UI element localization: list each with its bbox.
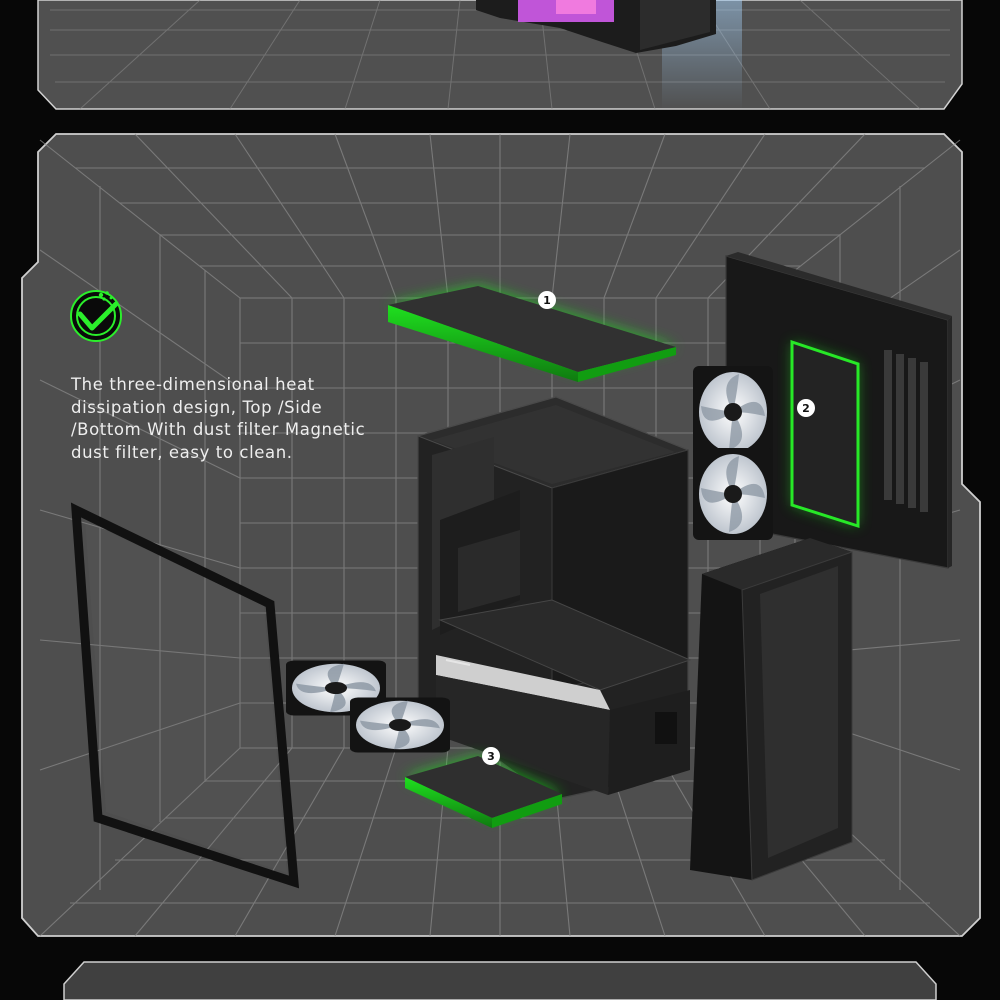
top-dust-filter bbox=[388, 286, 676, 382]
callout-marker-3: 3 bbox=[482, 747, 500, 765]
callout-marker-2: 2 bbox=[797, 399, 815, 417]
pc-case-top-view bbox=[476, 0, 742, 110]
bottom-panel bbox=[63, 961, 937, 1000]
side-fans bbox=[693, 366, 773, 540]
front-mesh-panel bbox=[690, 538, 853, 881]
bottom-dust-filter bbox=[405, 756, 562, 828]
callout-marker-1-label: 1 bbox=[543, 294, 551, 307]
callout-marker-1: 1 bbox=[538, 291, 556, 309]
top-panel bbox=[37, 0, 963, 110]
description-line-2: dissipation design, Top /Side bbox=[71, 397, 323, 417]
tempered-glass-panel bbox=[70, 502, 300, 889]
feature-description: The three-dimensional heat dissipation de… bbox=[71, 374, 401, 464]
side-panel-with-filter bbox=[725, 252, 952, 569]
description-line-4: dust filter, easy to clean. bbox=[71, 442, 293, 462]
feature-panel: 1 2 3 bbox=[21, 133, 981, 937]
bottom-fans bbox=[286, 660, 450, 753]
description-line-3: /Bottom With dust filter Magnetic bbox=[71, 420, 366, 439]
pc-case-frame bbox=[416, 396, 692, 801]
callout-marker-2-label: 2 bbox=[802, 402, 810, 415]
fan-check-icon bbox=[70, 290, 122, 342]
callout-marker-3-label: 3 bbox=[487, 750, 495, 763]
description-line-1: The three-dimensional heat bbox=[71, 375, 315, 394]
